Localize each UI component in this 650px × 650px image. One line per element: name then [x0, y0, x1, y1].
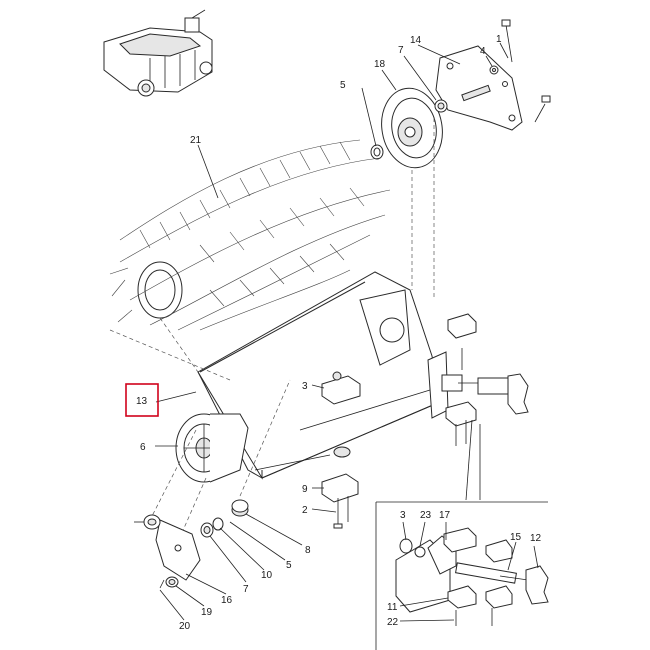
knob-12: [458, 373, 529, 415]
callout-7: 7: [398, 45, 404, 56]
callout-17: 17: [439, 510, 451, 521]
clamps-right: [445, 313, 477, 446]
nut-19: [165, 576, 179, 588]
callout-12: 12: [530, 533, 542, 544]
callout-7: 7: [243, 584, 249, 595]
wheel-6: [175, 413, 249, 483]
callout-13: 13: [136, 396, 148, 407]
callout-5: 5: [286, 560, 292, 571]
screw-right: [534, 95, 551, 123]
callout-8: 8: [305, 545, 311, 556]
callout-9: 9: [302, 484, 308, 495]
callout-14: 14: [410, 35, 422, 46]
callout-5: 5: [340, 80, 346, 91]
callout-1: 1: [496, 34, 502, 45]
screw-2: [333, 496, 349, 529]
spring-8: [231, 499, 249, 517]
clamp-9: [321, 473, 359, 503]
callout-6: 6: [140, 442, 146, 453]
washer-4: [489, 65, 499, 75]
callout-10: 10: [261, 570, 273, 581]
alignment-lines: [109, 118, 435, 561]
callout-labels: 1 4 14 7 18 5 21 13 6 3 9 2 8 5 10 7 16 …: [136, 34, 542, 632]
callout-3: 3: [400, 510, 406, 521]
callout-11: 11: [387, 602, 398, 613]
side-plate-14: [435, 45, 523, 131]
detail-inset: [375, 419, 549, 650]
screw-1: [501, 19, 513, 63]
callout-16: 16: [221, 595, 233, 606]
cover-16: [155, 519, 201, 581]
callout-19: 19: [201, 607, 213, 618]
side-bracket-right: [427, 351, 463, 419]
brush-21: [109, 139, 391, 331]
callout-22: 22: [387, 617, 399, 628]
leader-lines: [155, 42, 539, 622]
callout-21: 21: [190, 135, 202, 146]
callout-20: 20: [179, 621, 191, 632]
callout-2: 2: [302, 505, 308, 516]
callout-23: 23: [420, 510, 432, 521]
ring-10: [212, 517, 224, 531]
machine-thumbnail: [103, 9, 213, 97]
ring-5-top: [370, 144, 384, 160]
callout-15: 15: [510, 532, 522, 543]
plug-left: [134, 514, 161, 530]
pulley-18: [381, 87, 443, 169]
highlight-box-13: [125, 383, 159, 417]
callout-18: 18: [374, 59, 386, 70]
clamp-3: [321, 371, 361, 405]
callout-4: 4: [480, 46, 486, 57]
bearing-7-bottom: [200, 522, 214, 538]
bearing-7-top: [434, 99, 448, 113]
callout-3: 3: [302, 381, 308, 392]
bolt-20: [159, 579, 165, 589]
